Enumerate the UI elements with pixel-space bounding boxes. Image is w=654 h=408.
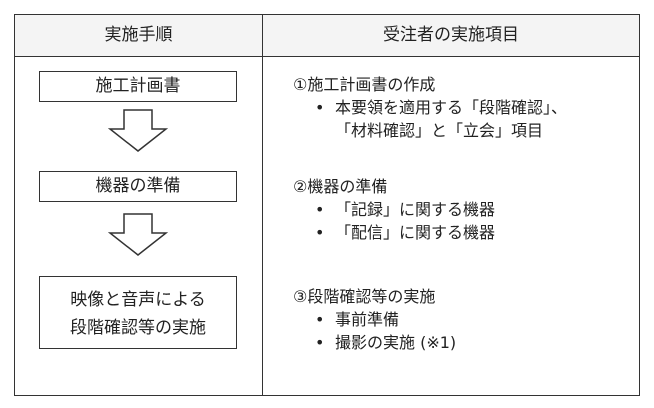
step3-line1: 映像と音声による [70, 290, 206, 310]
bullet-list: • 本要領を適用する「段階確認」、 [293, 96, 567, 119]
step-equipment-preparation: 機器の準備 [39, 171, 237, 202]
step-construction-plan: 施工計画書 [39, 71, 237, 102]
step3-line2: 段階確認等の実施 [70, 318, 206, 338]
step-stage-confirmation: 映像と音声による 段階確認等の実施 [39, 276, 237, 349]
bullet-text-continued: 「材料確認」と「立会」項目 [335, 121, 544, 140]
item-block-equipment: ②機器の準備 • 「記録」に関する機器 • 「配信」に関する機器 [293, 175, 495, 244]
item-block-plan: ①施工計画書の作成 • 本要領を適用する「段階確認」、 「材料確認」と「立会」項目 [293, 73, 567, 142]
column-divider [262, 15, 263, 395]
procedure-table: 実施手順 受注者の実施項目 施工計画書 機器の準備 映像と音声による 段階確認等… [14, 14, 640, 396]
list-item: • 撮影の実施 (※1) [293, 331, 456, 354]
bullet-icon: • [315, 200, 325, 219]
bullet-list: • 事前準備 • 撮影の実施 (※1) [293, 308, 456, 354]
bullet-text: 本要領を適用する「段階確認」、 [335, 98, 568, 117]
bullet-list: • 「記録」に関する機器 • 「配信」に関する機器 [293, 198, 495, 244]
down-arrow-icon [108, 213, 168, 256]
list-item: • 「記録」に関する機器 [293, 198, 495, 221]
bullet-text: 撮影の実施 (※1) [335, 333, 457, 352]
bullet-text: 「記録」に関する機器 [335, 200, 496, 219]
table-header: 実施手順 受注者の実施項目 [15, 15, 639, 57]
item-title: ②機器の準備 [293, 177, 388, 196]
bullet-text: 事前準備 [335, 310, 400, 329]
bullet-icon: • [315, 98, 325, 117]
list-item: • 事前準備 [293, 308, 456, 331]
down-arrow-icon [108, 109, 168, 152]
header-contractor-items: 受注者の実施項目 [383, 25, 519, 45]
header-procedure: 実施手順 [104, 25, 173, 45]
bullet-text: 「配信」に関する機器 [335, 223, 496, 242]
bullet-icon: • [315, 310, 325, 329]
item-title: ①施工計画書の作成 [293, 75, 436, 94]
item-block-implementation: ③段階確認等の実施 • 事前準備 • 撮影の実施 (※1) [293, 285, 456, 354]
list-item: • 「配信」に関する機器 [293, 221, 495, 244]
bullet-icon: • [315, 223, 325, 242]
item-title: ③段階確認等の実施 [293, 287, 436, 306]
list-item: • 本要領を適用する「段階確認」、 [293, 96, 567, 119]
bullet-icon: • [315, 333, 325, 352]
